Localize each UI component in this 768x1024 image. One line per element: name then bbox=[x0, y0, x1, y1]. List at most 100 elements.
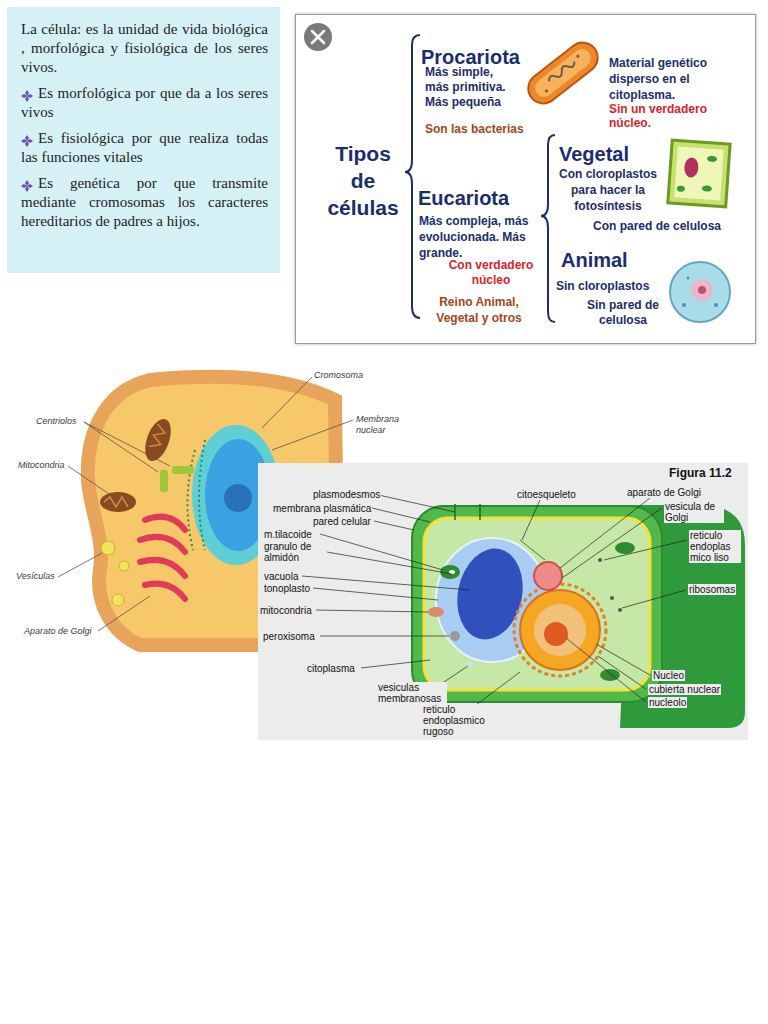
animal-cell bbox=[199, 440, 205, 550]
heading: Tipos de células bbox=[323, 140, 403, 221]
bullet-item: Es genética por que transmite mediante c… bbox=[21, 174, 268, 231]
animal-cell-icon bbox=[691, 279, 713, 301]
close-button bbox=[304, 23, 332, 51]
leader-line bbox=[313, 588, 438, 600]
plant-cell-icon bbox=[668, 140, 730, 207]
part-label: Cromosoma bbox=[314, 370, 363, 381]
leader-line bbox=[622, 590, 686, 608]
plant-cell-figure bbox=[514, 584, 606, 676]
type-heading: Animal bbox=[561, 248, 628, 272]
leader-line bbox=[68, 466, 112, 496]
plant-cell-icon bbox=[668, 140, 730, 207]
part-label: tonoplasto bbox=[263, 583, 311, 594]
bullet-item: Es fisiológica por que realiza todas las… bbox=[21, 129, 268, 167]
leader-line bbox=[604, 540, 687, 560]
bullet-text: Es genética por que transmite mediante c… bbox=[21, 174, 268, 231]
leader-line bbox=[98, 596, 150, 631]
animal-cell bbox=[145, 517, 185, 530]
plant-cell-icon bbox=[674, 146, 723, 200]
part-label: vesiculas membranosas bbox=[377, 682, 447, 704]
animal-cell bbox=[100, 492, 136, 512]
bacteria-icon bbox=[547, 59, 576, 83]
leader-line bbox=[58, 553, 102, 577]
part-label: vacuola bbox=[263, 571, 299, 582]
leader-line bbox=[84, 422, 170, 466]
part-label: aparato de Golgi bbox=[626, 487, 702, 498]
description: Más simple, más primitiva. Más pequeña bbox=[425, 65, 517, 110]
part-label: Membrana nuclear bbox=[356, 414, 404, 436]
leader-line bbox=[361, 660, 430, 668]
cell-types-panel: Tipos de célulasProcariotaMás simple, má… bbox=[295, 14, 756, 344]
example-text: Son las bacterias bbox=[425, 122, 524, 137]
plant-cell-figure bbox=[618, 608, 622, 612]
leader-line bbox=[327, 552, 452, 574]
part-label: reticulo endoplas mico liso bbox=[689, 530, 741, 563]
plant-cell-figure bbox=[258, 463, 748, 740]
plant-cell-figure bbox=[479, 504, 481, 520]
part-label: mitocondria bbox=[259, 605, 313, 616]
animal-cell bbox=[224, 484, 252, 512]
bullet-symbol bbox=[21, 90, 33, 102]
leader-line bbox=[560, 498, 650, 568]
plant-cell-icon bbox=[677, 186, 685, 193]
plant-cell-icon bbox=[702, 185, 712, 192]
bullet-symbol bbox=[21, 180, 33, 192]
close-button bbox=[304, 23, 332, 51]
part-label: nucleolo bbox=[648, 697, 687, 708]
type-heading: Vegetal bbox=[559, 142, 629, 166]
bullet-symbol bbox=[21, 135, 33, 147]
part-label: vesicula de Golgi bbox=[664, 501, 724, 523]
type-heading: Eucariota bbox=[418, 186, 509, 210]
example-text: Reino Animal, Vegetal y otros bbox=[419, 294, 539, 326]
plant-cell-figure bbox=[449, 542, 531, 645]
plant-cell-figure bbox=[424, 518, 650, 690]
part-label: plasmodesmos bbox=[312, 489, 381, 500]
animal-cell bbox=[160, 470, 168, 492]
bacteria-icon bbox=[531, 46, 594, 101]
leader-line bbox=[302, 576, 470, 590]
leader-line bbox=[472, 672, 520, 708]
animal-cell-icon bbox=[687, 277, 690, 280]
part-label: ribosomas bbox=[688, 584, 736, 595]
leader-line bbox=[374, 521, 414, 530]
definition-text: La célula: es la unidad de vida biológic… bbox=[21, 20, 268, 77]
part-label: m.tilacoide bbox=[263, 529, 313, 540]
bacteria-icon bbox=[522, 37, 604, 110]
part-label: citoplasma bbox=[306, 663, 356, 674]
intro-panel: La célula: es la unidad de vida biológic… bbox=[7, 7, 280, 273]
animal-cell-icon bbox=[682, 303, 686, 307]
animal-cell bbox=[104, 497, 128, 507]
part-label: pared celular bbox=[312, 516, 372, 527]
leader-line bbox=[598, 656, 646, 689]
leader-line bbox=[562, 508, 662, 578]
part-label: cubierta nuclear bbox=[648, 684, 721, 695]
bullet-text: Es morfológica por que da a los seres vi… bbox=[21, 84, 268, 122]
part-label: membrana plasmática bbox=[272, 503, 372, 514]
animal-cell bbox=[145, 584, 185, 599]
animal-cell bbox=[112, 594, 124, 606]
bullet-symbol bbox=[21, 88, 33, 100]
animal-cell bbox=[149, 424, 167, 450]
description: Sin cloroplastos bbox=[556, 279, 649, 294]
leader-line bbox=[84, 422, 158, 472]
leader-line bbox=[372, 508, 430, 522]
animal-cell-icon bbox=[714, 303, 718, 307]
part-label: Centriolos bbox=[36, 416, 77, 427]
description: Sin pared de celulosa bbox=[573, 298, 673, 328]
bullet-symbol bbox=[21, 180, 33, 192]
leader-line bbox=[262, 377, 312, 428]
description: Con pared de celulosa bbox=[593, 219, 721, 234]
plant-cell-figure bbox=[534, 562, 562, 590]
animal-cell-icon bbox=[670, 262, 730, 322]
brace bbox=[405, 35, 420, 318]
part-label: Nucleo bbox=[652, 670, 685, 681]
plant-cell-figure bbox=[258, 463, 748, 740]
plant-cell-figure bbox=[412, 506, 662, 702]
plant-cell-figure bbox=[598, 558, 602, 562]
leader-line bbox=[522, 500, 540, 540]
leader-line bbox=[320, 534, 443, 570]
leader-line bbox=[596, 644, 650, 675]
animal-cell bbox=[101, 541, 115, 555]
close-button bbox=[312, 31, 324, 43]
close-button bbox=[312, 31, 324, 43]
